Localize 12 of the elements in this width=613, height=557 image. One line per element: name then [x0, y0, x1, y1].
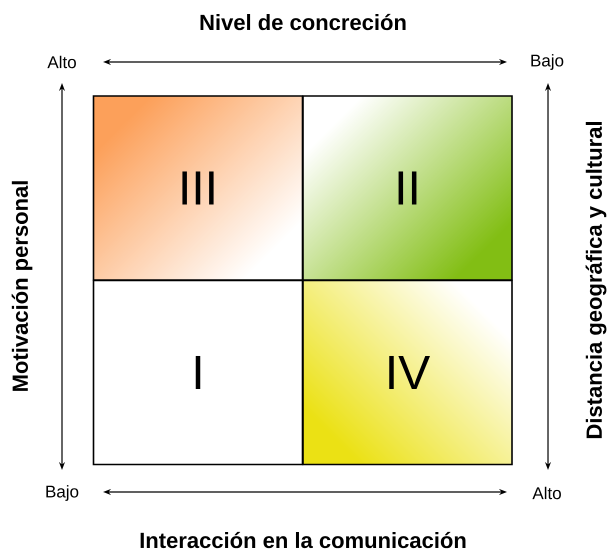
axis-end-label: Alto [46, 54, 78, 70]
quadrant-box: IV [302, 280, 513, 466]
axis-end-label: Bajo [529, 53, 566, 71]
axis-end-label: Alto [531, 486, 563, 500]
axis-end-label: Bajo [44, 484, 80, 502]
quadrant-box: II [302, 95, 513, 281]
quadrant-box: I [92, 280, 304, 466]
quadrant-box: III [92, 95, 304, 281]
axis-title: Motivación personal [10, 178, 34, 394]
axis-title: Interacción en la comunicación [138, 530, 468, 550]
axis-title: Distancia geográfica y cultural [584, 119, 608, 441]
axis-title: Nivel de concreción [200, 14, 406, 30]
